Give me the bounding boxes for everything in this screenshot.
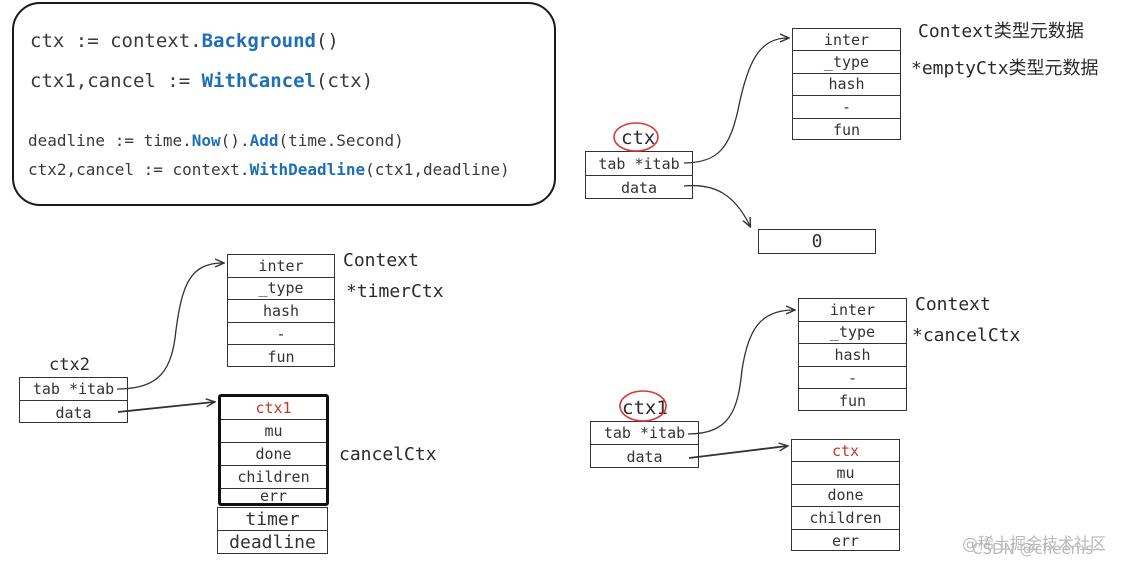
- cancelctx-children-cell: children: [221, 466, 326, 489]
- cancelctx-done-cell: done: [221, 443, 326, 466]
- ctx1-interface-box: tab *itab data: [590, 421, 699, 468]
- itab-type-cell: _type: [228, 278, 334, 301]
- ctx-tab-arrow: [683, 38, 788, 164]
- cancelctx-done-cell: done: [792, 485, 899, 508]
- ctx1-highlight-circle: [619, 390, 667, 422]
- itab-hash-cell: hash: [228, 300, 334, 323]
- ctx2-interface-box: tab *itab data: [19, 377, 128, 423]
- itab-hash-cell: hash: [793, 74, 900, 97]
- ctx-interface-box: tab *itab data: [585, 151, 693, 199]
- ctx1-itab-box: inter _type hash - fun: [798, 298, 907, 411]
- cancelctx-mu-cell: mu: [221, 420, 326, 443]
- cancelctx-err-cell: err: [259, 487, 288, 505]
- cancelctx-parent-cell: ctx: [792, 440, 899, 463]
- ctx1-cancelctx-box: ctx mu done children err: [791, 439, 900, 551]
- code-box: [12, 2, 556, 206]
- cancelctx-label: cancelCtx: [339, 444, 437, 465]
- ctx2-itab-label-context: Context: [343, 250, 419, 271]
- timerctx-cancelctx-box: ctx1 mu done children err: [218, 394, 329, 506]
- itab-hash-cell: hash: [799, 344, 906, 367]
- ctx-data-arrow: [683, 184, 750, 226]
- itab-type-cell: _type: [799, 322, 906, 345]
- itab-dash-cell: -: [799, 367, 906, 390]
- code-line-4: ctx2,cancel := context.WithDeadline(ctx1…: [28, 160, 510, 179]
- cancelctx-mu-cell: mu: [792, 462, 899, 485]
- ctx1-data-cell: data: [626, 447, 663, 466]
- code-line-1: ctx := context.Background(): [30, 30, 339, 52]
- ctx2-itab-label-type: *timerCtx: [346, 281, 444, 302]
- watermark-csdn: CSDN @cheems~: [972, 540, 1106, 558]
- itab-inter-cell: inter: [793, 29, 900, 52]
- cancelctx-parent-cell: ctx1: [221, 397, 326, 420]
- itab-fun-cell: fun: [832, 120, 861, 139]
- itab-inter-cell: inter: [228, 255, 334, 278]
- itab-dash-cell: -: [228, 323, 334, 346]
- deadline-cell: deadline: [229, 532, 316, 553]
- ctx2-tab-cell: tab *itab: [20, 378, 127, 401]
- itab-fun-cell: fun: [838, 391, 867, 410]
- itab-fun-cell: fun: [267, 347, 295, 366]
- itab-type-cell: _type: [793, 51, 900, 74]
- watermark-juejin: @稀土掘金技术社区: [962, 534, 1107, 553]
- ctx1-data-arrow: [688, 446, 787, 459]
- iface-tab-cell: tab *itab: [586, 152, 692, 176]
- ctx1-tab-cell: tab *itab: [591, 422, 698, 445]
- timer-cell: timer: [218, 508, 327, 531]
- ctx-highlight-circle: [613, 122, 659, 152]
- itab-dash-cell: -: [793, 96, 900, 119]
- ctx2-data-cell: data: [55, 403, 92, 422]
- code-line-2: ctx1,cancel := WithCancel(ctx): [30, 70, 374, 92]
- cancelctx-err-cell: err: [831, 531, 860, 550]
- ctx1-tab-arrow: [687, 310, 794, 435]
- ctx2-tab-arrow: [116, 263, 223, 390]
- ctx1-itab-label-context: Context: [915, 294, 991, 315]
- ctx2-itab-box: inter _type hash - fun: [227, 254, 335, 367]
- cancelctx-children-cell: children: [792, 507, 899, 530]
- ctx-itab-title: Context类型元数据: [918, 21, 1084, 42]
- timerctx-extra-box: timer deadline: [217, 507, 328, 554]
- ctx1-label: ctx1: [622, 397, 668, 419]
- itab-inter-cell: inter: [799, 299, 906, 322]
- ctx-data-value: 0: [811, 231, 823, 252]
- ctx-type-title: *emptyCtx类型元数据: [911, 58, 1099, 79]
- ctx2-label: ctx2: [49, 355, 90, 375]
- ctx-label: ctx: [621, 127, 656, 149]
- ctx-itab-box: inter _type hash - fun: [792, 28, 901, 140]
- code-line-3: deadline := time.Now().Add(time.Second): [28, 131, 404, 150]
- ctx1-itab-label-type: *cancelCtx: [912, 325, 1021, 346]
- iface-data-cell: data: [620, 179, 658, 197]
- ctx-data-value-box: 0: [758, 229, 876, 254]
- ctx2-data-arrow: [117, 402, 214, 413]
